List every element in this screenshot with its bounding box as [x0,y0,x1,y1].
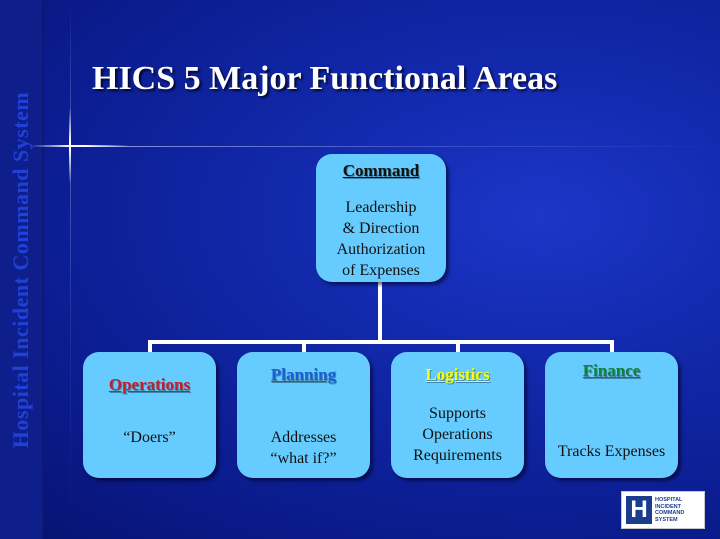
sparkle-star-vertical [69,108,71,184]
finance-box: Finance Tracks Expenses [545,352,678,478]
connector-logistics [456,340,460,352]
logo-text: HOSPITAL INCIDENT COMMAND SYSTEM [655,497,701,523]
logistics-box: Logistics Supports Operations Requiremen… [391,352,524,478]
logistics-line: Requirements [413,447,502,464]
logo-line: INCIDENT [655,503,681,510]
command-line: Authorization [336,241,426,258]
command-line: & Direction [342,220,420,237]
connector-horizontal-bar [148,340,614,344]
sidebar: Hospital Incident Command System [0,0,44,539]
logistics-line: Operations [422,426,493,443]
command-box: Command Leadership & Direction Authoriza… [316,154,446,282]
sparkle-star-horizontal [30,145,130,147]
connector-finance [610,340,614,352]
operations-box: Operations “Doers” [83,352,216,478]
logo-line: HOSPITAL [655,497,683,503]
logistics-title: Logistics [425,365,490,384]
command-line: of Expenses [342,262,420,279]
connector-operations [148,340,152,352]
operations-line: “Doers” [123,429,176,446]
operations-title: Operations [108,375,191,394]
logo-letter: H [626,496,652,524]
hics-logo: H HOSPITAL INCIDENT COMMAND SYSTEM [621,491,705,529]
planning-line: “what if?” [270,450,337,467]
planning-title: Planning [270,365,337,384]
connector-command-stem [378,282,382,342]
logo-line: SYSTEM [655,516,678,523]
logo-line: COMMAND [655,510,685,516]
decorative-vertical-line [70,0,71,539]
finance-line: Tracks Expenses [557,443,666,460]
command-line: Leadership [345,199,417,216]
planning-line: Addresses [270,429,337,446]
finance-title: Finance [582,361,641,380]
planning-box: Planning Addresses “what if?” [237,352,370,478]
slide-title: HICS 5 Major Functional Areas [92,60,558,97]
command-title: Command [342,161,420,180]
logistics-line: Supports [429,405,486,422]
decorative-horizontal-line [70,146,720,147]
connector-planning [302,340,306,352]
